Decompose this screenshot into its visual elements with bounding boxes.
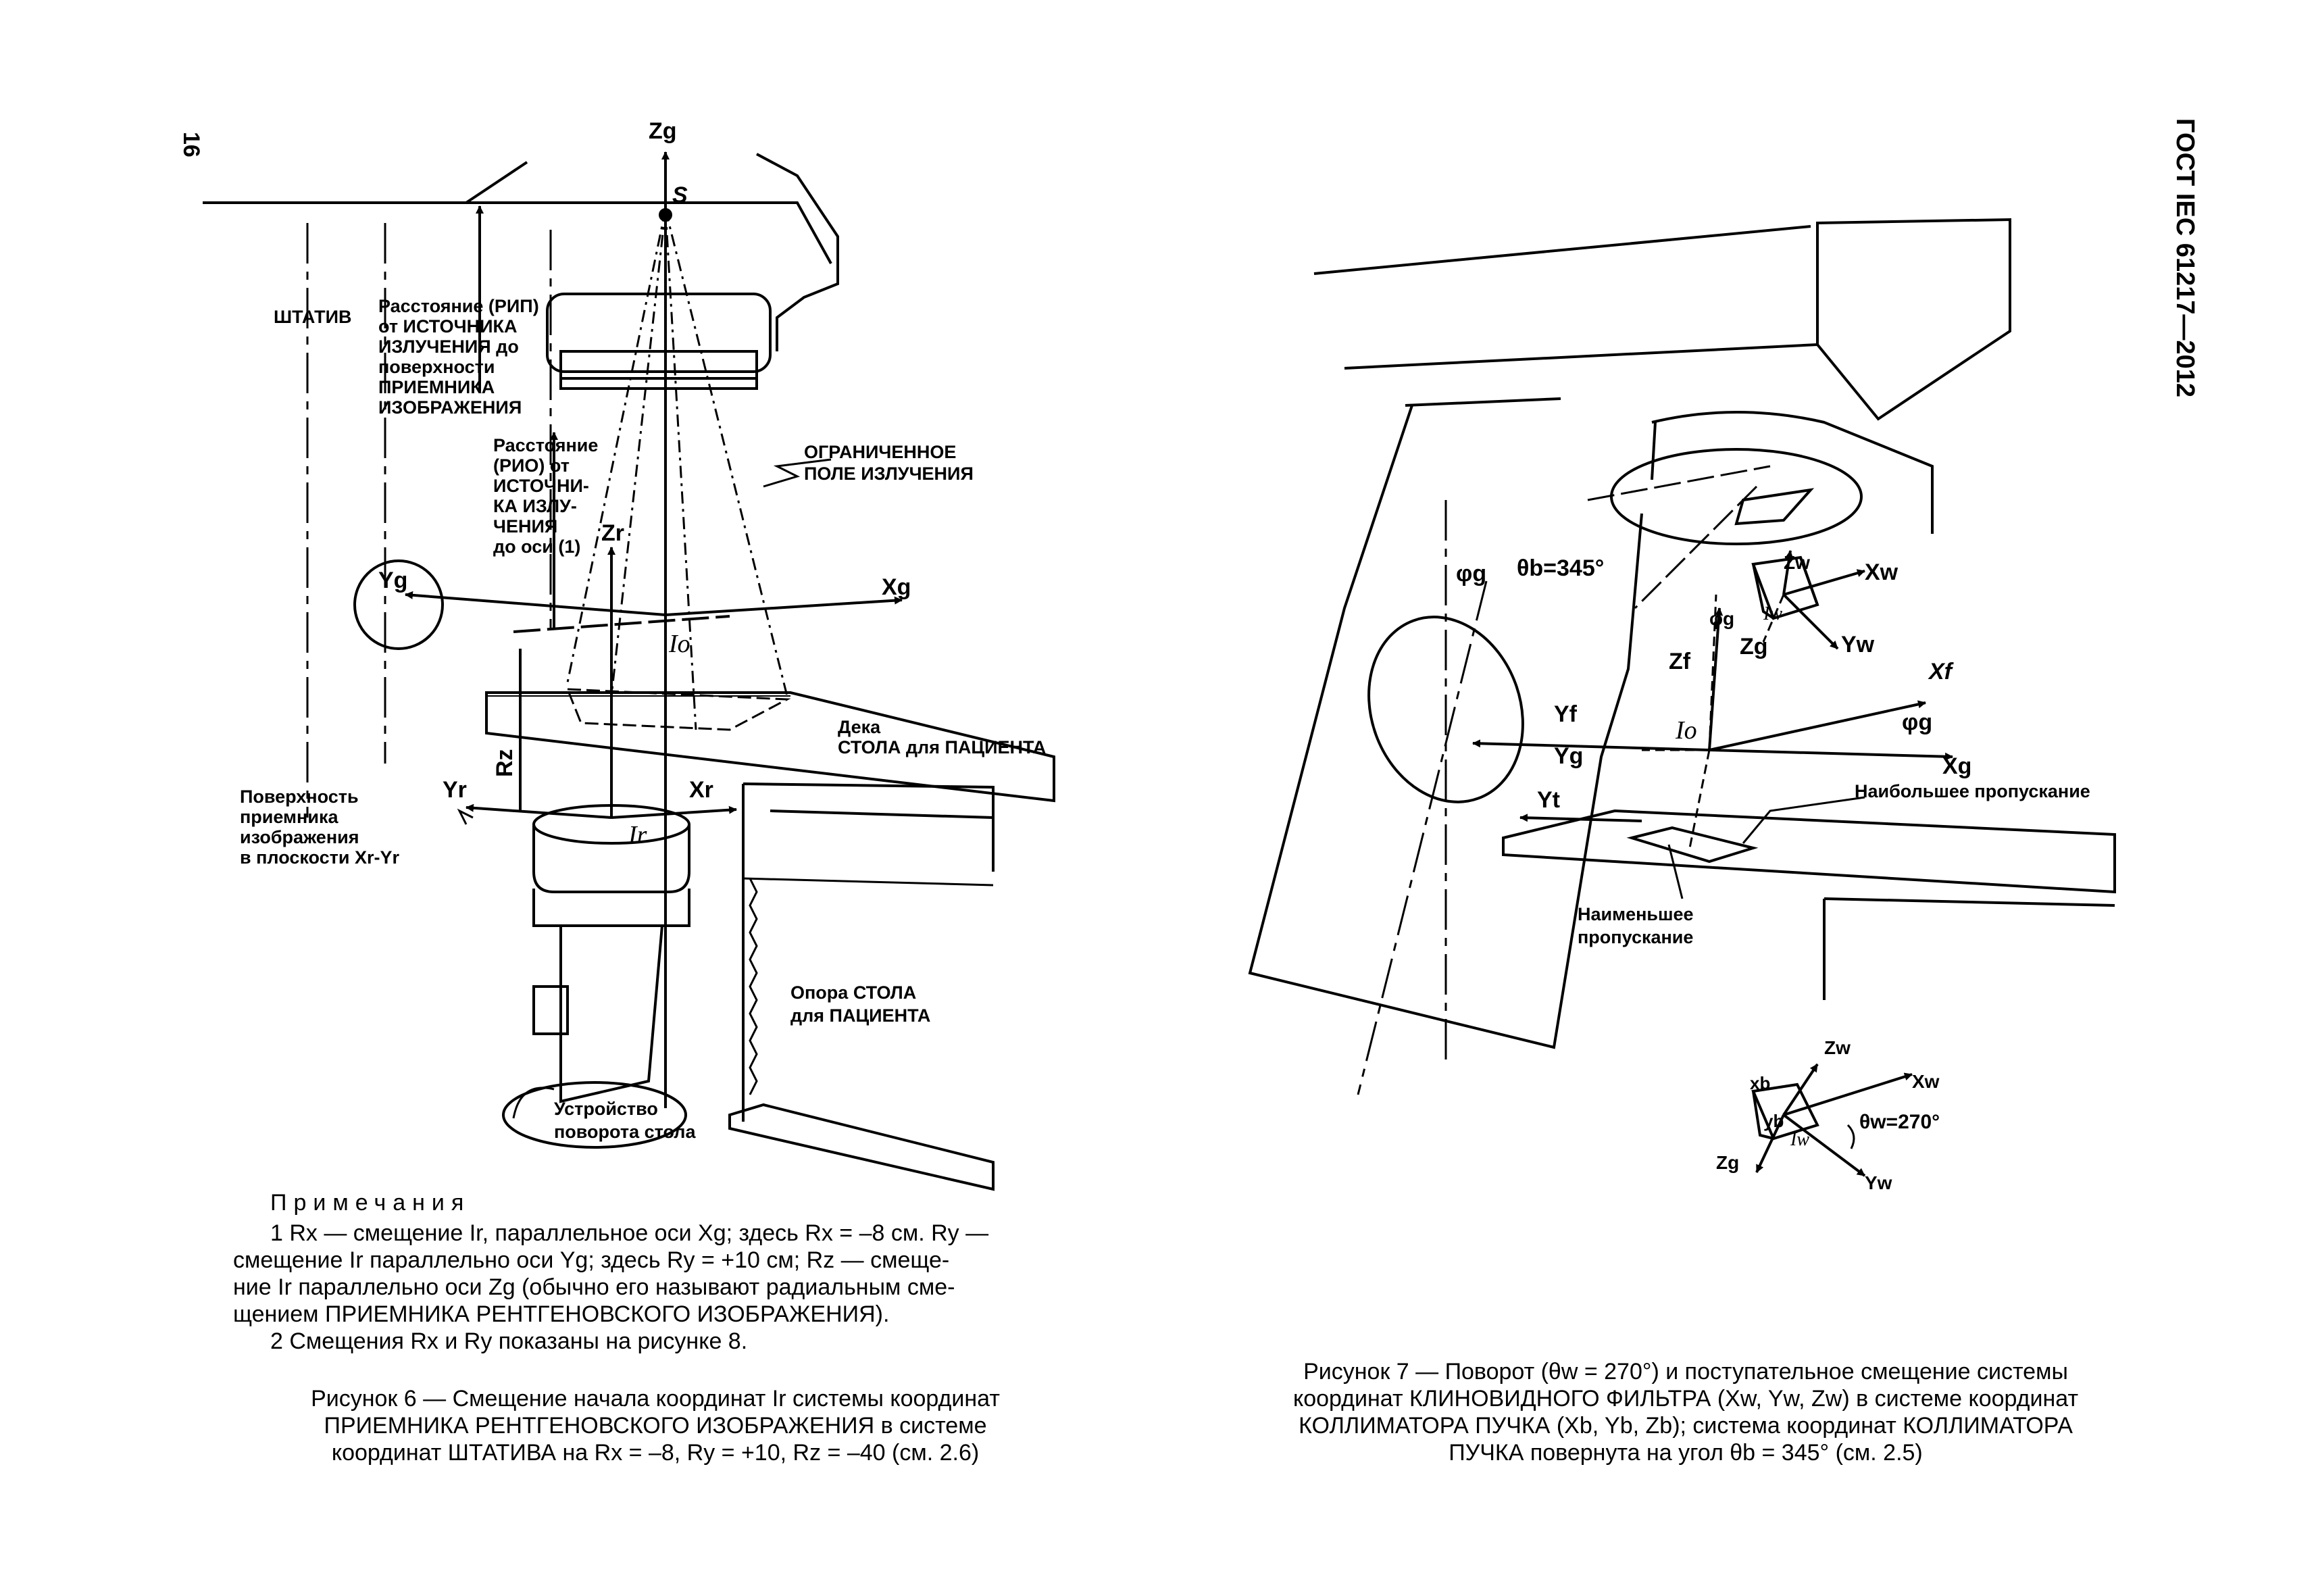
svg-text:ИЗЛУЧЕНИЯ до: ИЗЛУЧЕНИЯ до [378,336,519,357]
fig7-label-phi-g-right: φg [1902,709,1932,735]
svg-text:изображения: изображения [240,827,359,847]
svg-text:ПОЛЕ ИЗЛУЧЕНИЯ: ПОЛЕ ИЗЛУЧЕНИЯ [804,464,974,484]
fig7-label-phi-g: φg [1456,561,1486,587]
fig6-label-table-support: Опора СТОЛА для ПАЦИЕНТА [790,982,930,1026]
svg-text:Дека: Дека [838,717,881,737]
svg-text:в плоскости Xr-Yr: в плоскости Xr-Yr [240,847,400,868]
fig6-note-1: 1 Rx — смещение Ir, параллельное оси Xg;… [233,1220,1071,1328]
fig7-inset-zw: Zw [1824,1037,1851,1058]
fig7-inset-yw: Yw [1865,1172,1892,1193]
svg-text:Поверхность: Поверхность [240,787,359,807]
fig6-caption-line-1: Рисунок 6 — Смещение начала координат Ir… [311,1386,1000,1412]
fig7-label-max-transmission: Наибольшее пропускание [1855,781,2090,801]
fig6-label-rio: Расстояние (РИО) от ИСТОЧНИ- КА ИЗЛУ- ЧЕ… [493,435,598,557]
fig6-caption: Рисунок 6 — Смещение начала координат Ir… [230,1385,1081,1466]
svg-text:до оси (1): до оси (1) [493,537,580,557]
fig7-label-iw: Iw [1763,603,1782,624]
fig7-inset-zg: Zg [1716,1152,1739,1173]
fig6-label-xg: Xg [882,574,911,600]
fig7-label-zf: Zf [1669,649,1691,674]
fig6-label-ir: Ir [628,821,647,849]
fig7-label-zg: Zg [1740,634,1768,659]
fig7-label-xg: Xg [1942,753,1971,779]
fig7-label-theta-b: θb=345° [1517,555,1604,581]
fig6-label-rotation-device: Устройство поворота стола [554,1099,696,1142]
fig7-inset-xb: xb [1750,1073,1770,1093]
fig7-label-yw: Yw [1841,632,1875,657]
svg-text:СТОЛА для ПАЦИЕНТА: СТОЛА для ПАЦИЕНТА [838,737,1046,757]
fig6-label-receptor-surface: Поверхность приемника изображения в плос… [240,787,400,868]
fig6-note-1-line-3: ние Ir параллельно оси Zg (обычно его на… [233,1274,955,1300]
svg-text:Опора СТОЛА: Опора СТОЛА [790,982,916,1003]
figure-7-drawing [1248,218,2116,1177]
fig6-label-deck: Дека СТОЛА для ПАЦИЕНТА [838,717,1046,757]
fig6-note-2: 2 Смещения Rx и Ry показаны на рисунке 8… [270,1328,748,1354]
fig6-label-rip: Расстояние (РИП) от ИСТОЧНИКА ИЗЛУЧЕНИЯ … [378,296,539,418]
fig7-label-yf: Yf [1554,701,1578,727]
standard-code: ГОСТ IEC 61217—2012 [2171,118,2199,397]
fig6-label-zg: Zg [649,118,677,144]
figure-6-drawing [203,151,1055,1191]
svg-text:ИЗОБРАЖЕНИЯ: ИЗОБРАЖЕНИЯ [378,397,522,418]
svg-text:ОГРАНИЧЕННОЕ: ОГРАНИЧЕННОЕ [804,442,956,462]
fig7-label-xf: Xf [1928,659,1955,684]
fig6-note-1-line-2: смещение Ir параллельно оси Yg; здесь Ry… [233,1247,950,1273]
fig6-label-zr: Zr [601,520,624,546]
fig7-label-phi-g-small: φg [1709,608,1734,629]
fig7-label-zw: Zw [1784,552,1810,573]
fig7-label-yt: Yt [1537,787,1560,813]
fig7-inset-xw: Xw [1912,1071,1940,1092]
fig7-label-xw: Xw [1865,559,1898,585]
fig6-note-1-line-1: 1 Rx — смещение Ir, параллельное оси Xg;… [270,1220,989,1246]
fig7-inset-iw: Iw [1790,1129,1809,1150]
fig6-note-1-line-4: щением ПРИЕМНИКА РЕНТГЕНОВСКОГО ИЗОБРАЖЕ… [233,1301,890,1327]
fig7-label-io: Io [1675,716,1697,745]
fig6-caption-line-3: координат ШТАТИВА на Rx = –8, Ry = +10, … [331,1440,980,1466]
fig7-label-min-transmission: Наименьшее пропускание [1578,904,1694,947]
fig6-label-yr: Yr [443,777,467,803]
fig6-caption-line-2: ПРИЕМНИКА РЕНТГЕНОВСКОГО ИЗОБРАЖЕНИЯ в с… [324,1413,987,1439]
fig6-notes-title: Примечания [270,1190,471,1216]
svg-text:ПРИЕМНИКА: ПРИЕМНИКА [378,377,495,397]
fig7-caption-line-3: КОЛЛИМАТОРА ПУЧКА (Xb, Yb, Zb); система … [1299,1413,2073,1439]
svg-text:Расстояние: Расстояние [493,435,598,455]
fig6-label-xr: Xr [689,777,713,803]
fig6-label-s: S [672,182,688,208]
fig7-caption: Рисунок 7 — Поворот (θw = 270°) и поступ… [1240,1358,2132,1466]
fig6-label-limited-field: ОГРАНИЧЕННОЕ ПОЛЕ ИЗЛУЧЕНИЯ [804,442,974,484]
svg-text:для ПАЦИЕНТА: для ПАЦИЕНТА [790,1005,930,1026]
svg-text:Устройство: Устройство [554,1099,658,1119]
fig6-label-shtativ: ШТАТИВ [274,307,351,327]
fig7-inset-theta: θw=270° [1859,1111,1940,1133]
svg-text:Расстояние (РИП): Расстояние (РИП) [378,296,539,316]
fig7-caption-line-4: ПУЧКА повернута на угол θb = 345° (см. 2… [1449,1440,1923,1466]
fig7-label-yg: Yg [1554,743,1583,769]
fig7-inset-yb: yb [1763,1111,1784,1131]
svg-text:приемника: приемника [240,807,338,827]
svg-text:ИСТОЧНИ-: ИСТОЧНИ- [493,476,589,496]
svg-text:пропускание: пропускание [1578,927,1693,947]
svg-text:(РИО) от: (РИО) от [493,455,570,476]
svg-text:поверхности: поверхности [378,357,495,377]
page-number: 16 [178,132,204,157]
svg-text:ЧЕНИЯ: ЧЕНИЯ [493,516,557,537]
fig7-caption-line-1: Рисунок 7 — Поворот (θw = 270°) и поступ… [1303,1359,2068,1385]
fig6-label-yg: Yg [378,568,407,593]
fig6-label-rz: Rz [492,749,518,777]
fig6-label-io: Io [668,630,690,658]
fig7-caption-line-2: координат КЛИНОВИДНОГО ФИЛЬТРА (Xw, Yw, … [1292,1386,2079,1412]
svg-text:Наименьшее: Наименьшее [1578,904,1694,924]
svg-text:поворота стола: поворота стола [554,1122,696,1142]
svg-text:от ИСТОЧНИКА: от ИСТОЧНИКА [378,316,517,336]
svg-text:КА ИЗЛУ-: КА ИЗЛУ- [493,496,577,516]
